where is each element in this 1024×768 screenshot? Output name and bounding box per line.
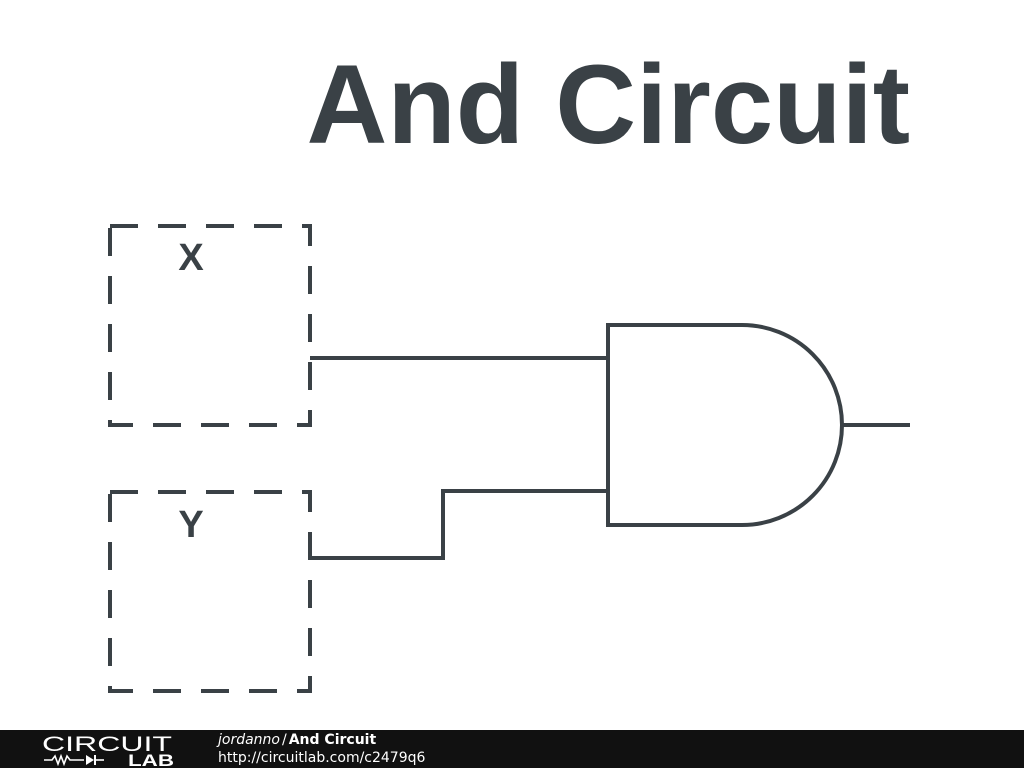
circuitlab-logo[interactable]: CIRCUIT LAB [42, 732, 176, 766]
logo-word-top: CIRCUIT [42, 733, 172, 756]
footer-meta: jordanno/And Circuit http://circuitlab.c… [218, 731, 425, 767]
diagram-title: And Circuit [306, 42, 910, 167]
input-y-label: Y [178, 504, 203, 546]
circuit-url-link[interactable]: http://circuitlab.com/c2479q6 [218, 750, 426, 766]
wire-y-to-gate [310, 489, 608, 560]
breadcrumb-separator: / [282, 732, 287, 748]
circuit-diagram: And Circuit X Y [108, 42, 910, 693]
footer-bar: CIRCUIT LAB jordanno/And Circuit http://… [0, 730, 1024, 768]
input-x-block: X [108, 224, 312, 427]
and-gate [606, 323, 844, 527]
input-y-block: Y [108, 490, 312, 693]
resistor-diode-icon [44, 753, 104, 766]
input-x-box [108, 224, 312, 427]
input-y-box [108, 490, 312, 693]
author-link[interactable]: jordanno [218, 732, 280, 748]
logo-word-bottom: LAB [128, 751, 174, 766]
input-x-label: X [178, 237, 204, 279]
circuit-title-link[interactable]: And Circuit [288, 732, 377, 748]
